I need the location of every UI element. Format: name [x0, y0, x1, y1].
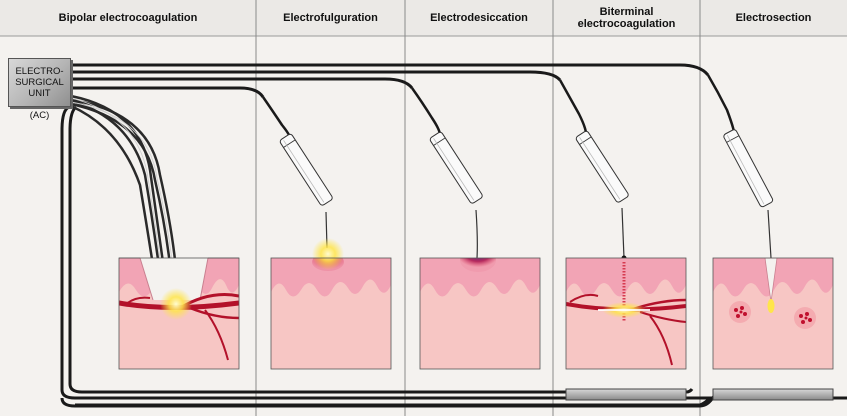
tissue-electrofulguration — [271, 258, 391, 369]
unit-label-line-2: SURGICAL — [15, 77, 64, 88]
tissue-electrofulguration-border — [270, 257, 392, 370]
unit-label-line-1: ELECTRO- — [15, 66, 64, 77]
column-title-electrofulguration: Electrofulguration — [283, 12, 378, 24]
tissue-electrodesiccation-border — [419, 257, 541, 370]
glow-electrofulguration — [312, 238, 344, 270]
supply-wires — [71, 63, 710, 98]
header-band — [0, 0, 847, 36]
probe-electrodesiccation — [410, 87, 483, 259]
dispersive-plate-biterminal — [565, 388, 687, 401]
column-title-bipolar: Bipolar electrocoagulation — [58, 12, 198, 24]
tissue-biterminal — [566, 258, 686, 369]
tissue-bipolar — [119, 258, 239, 369]
electrosurgical-unit-box: ELECTRO- SURGICAL UNIT — [8, 58, 71, 107]
dispersive-plate-electrosection — [712, 388, 834, 401]
column-separators — [255, 0, 701, 416]
tissue-bipolar-border — [118, 257, 240, 370]
return-wire-bottom — [60, 395, 716, 408]
probe-electrofulguration — [261, 96, 333, 249]
probe-electrosection — [706, 74, 774, 259]
tissue-electrodesiccation — [420, 258, 540, 369]
column-title-electrosection: Electrosection — [735, 12, 812, 24]
probe-biterminal — [558, 79, 629, 261]
unit-current-type: (AC) — [29, 110, 50, 121]
tissue-electrosection-border — [712, 257, 834, 370]
column-title-biterminal: Biterminal electrocoagulation — [577, 6, 676, 30]
unit-label-line-3: UNIT — [28, 88, 51, 99]
column-title-electrodesiccation: Electrodesiccation — [430, 12, 528, 24]
tissue-biterminal-border — [565, 257, 687, 370]
tissue-electrosection — [713, 258, 833, 369]
